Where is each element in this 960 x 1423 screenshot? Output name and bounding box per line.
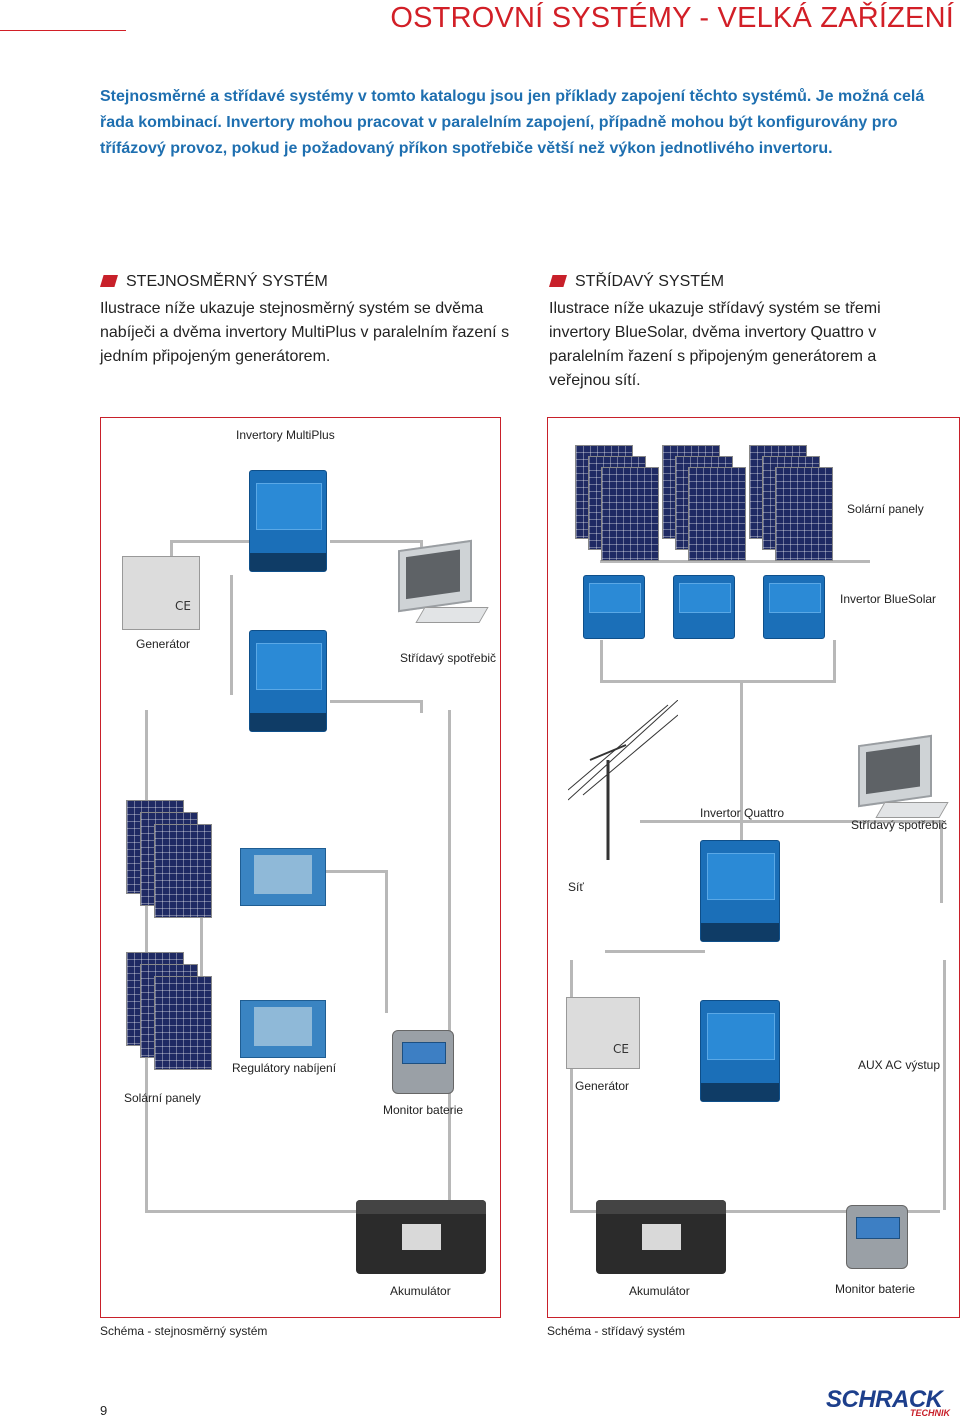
ce-mark: CE bbox=[175, 599, 191, 613]
caption-ac: Schéma - střídavý systém bbox=[547, 1324, 686, 1338]
generator: CE bbox=[122, 556, 200, 630]
battery bbox=[356, 1200, 486, 1274]
wire bbox=[330, 700, 423, 713]
charge-controller bbox=[240, 848, 326, 906]
inverter-base bbox=[701, 923, 779, 941]
page-number: 9 bbox=[100, 1403, 108, 1418]
bluesolar-inverter bbox=[763, 575, 825, 639]
label-battery-monitor-dc: Monitor baterie bbox=[383, 1103, 464, 1117]
label-battery-ac: Akumulátor bbox=[629, 1284, 690, 1298]
label-charge-controllers: Regulátory nabíjení bbox=[232, 1061, 337, 1075]
dc-diagram-frame bbox=[100, 417, 501, 1318]
dc-section-body: Ilustrace níže ukazuje stejnosměrný syst… bbox=[100, 300, 510, 365]
inverter-base bbox=[250, 713, 326, 731]
multiplus-inverter bbox=[249, 470, 327, 572]
ce-mark: CE bbox=[613, 1042, 629, 1056]
wire bbox=[145, 1210, 445, 1243]
monitor-screen bbox=[398, 539, 472, 613]
keyboard bbox=[875, 802, 949, 818]
label-multiplus: Invertory MultiPlus bbox=[236, 428, 335, 442]
logo-subtext: TECHNIK bbox=[910, 1408, 950, 1418]
label-bluesolar: Invertor BlueSolar bbox=[840, 592, 937, 606]
label-ac-consumer-ac: Střídavý spotřebič bbox=[851, 818, 948, 832]
solar-panel bbox=[775, 467, 833, 561]
wire bbox=[170, 540, 253, 563]
ac-heading-text: STŘÍDAVÝ SYSTÉM bbox=[575, 273, 725, 290]
schrack-logo: SCHRACK TECHNIK bbox=[826, 1386, 954, 1420]
ac-section-heading: STŘÍDAVÝ SYSTÉM bbox=[549, 273, 724, 291]
bluesolar-inverter bbox=[673, 575, 735, 639]
ac-section-body: Ilustrace níže ukazuje střídavý systém s… bbox=[549, 300, 881, 389]
label-battery-dc: Akumulátor bbox=[390, 1284, 451, 1298]
multiplus-inverter bbox=[249, 630, 327, 732]
label-generator-ac: Generátor bbox=[575, 1079, 630, 1093]
dc-section-heading: STEJNOSMĚRNÝ SYSTÉM bbox=[100, 273, 328, 291]
solar-panel bbox=[154, 976, 212, 1070]
wire bbox=[325, 870, 388, 1013]
ac-consumer-computer bbox=[858, 734, 949, 820]
wire bbox=[570, 1210, 940, 1223]
caption-dc: Schéma - stejnosměrný systém bbox=[100, 1324, 268, 1338]
inverter-base bbox=[701, 1083, 779, 1101]
quattro-inverter bbox=[700, 1000, 780, 1102]
wire bbox=[570, 960, 946, 1210]
wire bbox=[145, 710, 451, 1210]
charge-controller bbox=[240, 1000, 326, 1058]
solar-panel bbox=[154, 824, 212, 918]
quattro-inverter bbox=[700, 840, 780, 942]
wire bbox=[600, 560, 870, 593]
wire bbox=[200, 870, 263, 1010]
title-rule bbox=[0, 30, 126, 31]
label-solar-panels-dc: Solární panely bbox=[124, 1091, 201, 1105]
battery-monitor bbox=[392, 1030, 454, 1094]
solar-panel bbox=[601, 467, 659, 561]
label-solar-panels-ac: Solární panely bbox=[847, 502, 924, 516]
page-title: OSTROVNÍ SYSTÉMY - VELKÁ ZAŘÍZENÍ bbox=[390, 2, 954, 34]
label-quattro: Invertor Quattro bbox=[700, 806, 785, 820]
battery-monitor bbox=[846, 1205, 908, 1269]
inverter-base bbox=[250, 553, 326, 571]
logo-text: SCHRACK bbox=[826, 1386, 943, 1413]
label-aux: AUX AC výstup bbox=[858, 1058, 941, 1072]
power-line-pole bbox=[568, 700, 678, 860]
monitor-screen bbox=[858, 734, 932, 808]
label-generator: Generátor bbox=[136, 637, 191, 651]
dc-heading-text: STEJNOSMĚRNÝ SYSTÉM bbox=[126, 273, 328, 290]
ac-consumer-computer bbox=[398, 539, 489, 625]
bullet-icon bbox=[100, 275, 118, 287]
solar-panel bbox=[688, 467, 746, 561]
wire bbox=[740, 680, 746, 840]
generator: CE bbox=[566, 997, 640, 1069]
wire bbox=[605, 950, 705, 1043]
bluesolar-inverter bbox=[583, 575, 645, 639]
intro-paragraph: Stejnosměrné a střídavé systémy v tomto … bbox=[100, 88, 925, 157]
wire bbox=[640, 820, 943, 903]
battery bbox=[596, 1200, 726, 1274]
wire bbox=[230, 575, 273, 695]
keyboard bbox=[415, 607, 489, 623]
label-ac-consumer: Střídavý spotřebič bbox=[400, 651, 497, 665]
label-battery-monitor-ac: Monitor baterie bbox=[835, 1282, 916, 1296]
label-grid: Síť bbox=[568, 880, 584, 894]
wire bbox=[600, 640, 836, 683]
bullet-icon bbox=[549, 275, 567, 287]
